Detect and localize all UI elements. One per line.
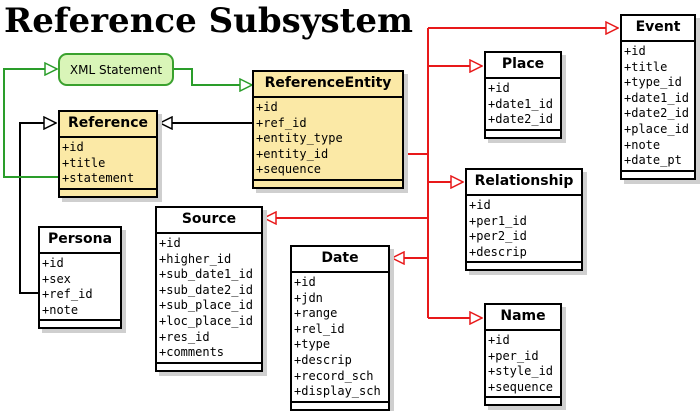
attribute: +date1_id xyxy=(488,96,554,111)
attribute: +sex xyxy=(42,271,71,286)
attribute: +sequence xyxy=(488,379,554,394)
attribute: +sequence xyxy=(256,162,322,177)
attribute: +display_sch xyxy=(294,384,381,399)
attribute: +title xyxy=(62,155,106,170)
operation-compartment xyxy=(60,190,156,196)
attribute: +descrip xyxy=(469,244,527,259)
attribute: +id xyxy=(624,44,646,58)
class-reference: Reference +id +title +statement xyxy=(58,110,158,198)
attribute: +per_id xyxy=(488,348,539,363)
diagram-title: Reference Subsystem xyxy=(4,1,413,41)
class-date: Date +id +jdn +range +rel_id +type +desc… xyxy=(290,245,390,411)
attribute: +title xyxy=(624,59,668,74)
attribute: +place_id xyxy=(624,121,690,136)
class-reference-entity: ReferenceEntity +id +ref_id +entity_type… xyxy=(252,70,404,189)
attribute: +id xyxy=(469,198,491,212)
attribute: +type xyxy=(294,337,331,352)
attribute: +note xyxy=(624,137,661,152)
attribute: +date1_id xyxy=(624,90,690,105)
attribute: +date_pt xyxy=(624,153,682,168)
class-name: Source xyxy=(157,208,261,234)
class-name: Date xyxy=(292,247,388,273)
attribute: +date2_id xyxy=(488,112,554,127)
class-place: Place +id +date1_id +date2_id xyxy=(484,51,562,139)
attribute-list: +id +per1_id +per2_id +descrip xyxy=(467,196,581,264)
class-name: Name xyxy=(486,305,560,331)
attribute: +per2_id xyxy=(469,229,527,244)
attribute-list: +id +ref_id +entity_type +entity_id +seq… xyxy=(254,98,402,181)
class-name-entity: Name +id +per_id +style_id +sequence xyxy=(484,303,562,407)
note-link-entity xyxy=(174,68,252,85)
attribute: +style_id xyxy=(488,364,554,379)
attribute: +id xyxy=(256,100,278,114)
attribute: +sub_place_id xyxy=(159,298,253,313)
attribute: +ref_id xyxy=(256,115,307,130)
class-name: Relationship xyxy=(467,170,581,196)
class-source: Source +id +higher_id +sub_date1_id +sub… xyxy=(155,206,263,372)
attribute: +id xyxy=(62,140,84,154)
attribute-list: +id +date1_id +date2_id xyxy=(486,79,560,131)
attribute: +comments xyxy=(159,345,225,360)
operation-compartment xyxy=(486,131,560,137)
operation-compartment xyxy=(40,321,120,327)
operation-compartment xyxy=(254,181,402,187)
attribute: +id xyxy=(42,256,64,270)
attribute: +higher_id xyxy=(159,251,232,266)
operation-compartment xyxy=(467,263,581,269)
attribute: +record_sch xyxy=(294,368,374,383)
class-persona: Persona +id +sex +ref_id +note xyxy=(38,226,122,330)
attribute: +sub_date2_id xyxy=(159,282,253,297)
attribute: +note xyxy=(42,302,79,317)
attribute-list: +id +title +type_id +date1_id +date2_id … xyxy=(622,42,694,172)
operation-compartment xyxy=(486,398,560,404)
class-name: Persona xyxy=(40,228,120,254)
class-name: Event xyxy=(622,16,694,42)
class-name: ReferenceEntity xyxy=(254,72,402,98)
operation-compartment xyxy=(292,403,388,409)
attribute-list: +id +title +statement xyxy=(60,138,156,190)
attribute-list: +id +jdn +range +rel_id +type +descrip +… xyxy=(292,273,388,403)
attribute: +descrip xyxy=(294,352,352,367)
attribute: +loc_place_id xyxy=(159,313,253,328)
class-name: Reference xyxy=(60,112,156,138)
attribute-list: +id +sex +ref_id +note xyxy=(40,254,120,322)
attribute: +date2_id xyxy=(624,106,690,121)
attribute: +per1_id xyxy=(469,213,527,228)
attribute: +res_id xyxy=(159,329,210,344)
link-persona-to-reference xyxy=(19,123,56,294)
operation-compartment xyxy=(157,364,261,370)
attribute-list: +id +per_id +style_id +sequence xyxy=(486,331,560,399)
attribute: +id xyxy=(294,275,316,289)
note-link-reference xyxy=(3,69,58,178)
class-relationship: Relationship +id +per1_id +per2_id +desc… xyxy=(465,168,583,272)
attribute: +rel_id xyxy=(294,321,345,336)
attribute: +id xyxy=(488,333,510,347)
attribute: +entity_id xyxy=(256,146,329,161)
class-name: Place xyxy=(486,53,560,79)
attribute: +range xyxy=(294,306,338,321)
attribute: +entity_type xyxy=(256,131,343,146)
attribute: +type_id xyxy=(624,75,682,90)
xml-statement-note: XML Statement xyxy=(58,53,174,86)
attribute: +id xyxy=(159,236,181,250)
attribute: +sub_date1_id xyxy=(159,267,253,282)
class-event: Event +id +title +type_id +date1_id +dat… xyxy=(620,14,696,180)
attribute-list: +id +higher_id +sub_date1_id +sub_date2_… xyxy=(157,234,261,364)
attribute: +id xyxy=(488,81,510,95)
attribute: +statement xyxy=(62,171,135,186)
operation-compartment xyxy=(622,172,694,178)
attribute: +ref_id xyxy=(42,287,93,302)
attribute: +jdn xyxy=(294,290,323,305)
